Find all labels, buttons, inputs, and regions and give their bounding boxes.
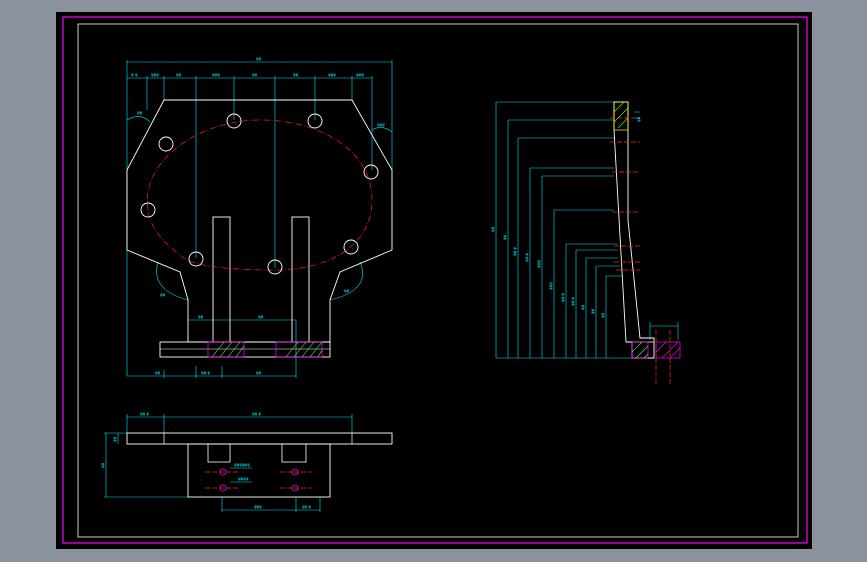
dim-label: φφ [293,72,299,77]
dim-label: φφ [112,436,117,442]
side-dimension-lines [495,101,679,359]
bolt-circle [146,119,373,271]
bolt-hole [343,239,359,255]
front-hatch-left [207,341,245,358]
dim-label: φφ.φ [570,296,575,306]
side-profile [613,101,655,359]
dim-label: φφ [502,234,507,240]
bolt-hole [363,164,379,180]
dim-label: φφ [137,110,143,115]
bolt-holes [140,113,379,275]
front-base [159,341,331,358]
bolt-hole [140,202,156,218]
bottom-center-lines [205,471,312,489]
dim-label: φφφ [254,504,262,509]
dim-label: φφ [252,72,258,77]
dim-label: φφ [176,72,182,77]
dim-label: φφ.φ [524,252,529,262]
side-center-lines [610,117,671,384]
dim-label: φφ.φ [252,411,262,416]
bolt-hole [188,251,204,267]
side-hatch-top [613,101,629,131]
dim-label: φ φ [131,72,138,77]
dim-label: φφ [160,292,166,297]
dim-label: φφφ [328,72,336,77]
bolt-hole [307,113,323,129]
bolt-hole [267,259,283,275]
bottom-slot-right [281,443,307,463]
bottom-view: φφ.φ φφ.φ φφ φφ φφφ φφ.φ φφφφφφ φφφφ [100,411,393,512]
front-overall-dim: φφ [256,56,262,61]
outer-frame [62,16,808,544]
dim-label: φφ [344,288,350,293]
dim-label: φφ [590,308,595,314]
dim-label: φφ [198,314,204,319]
front-dimension-lines [126,60,393,378]
bottom-slot-left [207,443,231,463]
dim-label: φφφ [377,122,385,127]
bottom-base [187,443,331,498]
dim-label: φφφ [212,72,220,77]
dim-label: φφφφ [238,476,249,481]
dim-label: φφφ [536,260,541,268]
bottom-dimension-lines [104,414,353,512]
front-hatch-right [275,341,323,358]
dim-label: φφ [258,314,264,319]
dim-label: φφ [580,304,585,310]
dim-label: φφφ [356,72,364,77]
dim-label: φφ.φ [201,370,211,375]
dim-label: φφ [600,312,605,318]
side-view: φφ φφ φφ.φ φφ.φ φφφ φφφ φφ.φ φφ.φ φφ φφ … [490,101,681,384]
dim-label: φφ [256,370,262,375]
model-space [56,12,812,549]
dim-label: φφ [490,226,495,232]
dim-label: φφ.φ [140,411,150,416]
dim-label: φφ [155,370,161,375]
front-view: φφ φ φ φφφ φφ φφφ φφ φφ φφφ φφφ φφ φφφ φ… [126,56,393,378]
bolt-hole [226,113,242,129]
dim-label: φφ.φ [302,504,312,509]
dim-label: φφ.φ [560,292,565,302]
dim-label: φφ [636,116,641,122]
dim-label: φφφφφφ [234,462,250,467]
dim-label: φφφ [548,282,553,290]
dim-label: φφφ [151,72,159,77]
dim-label: φφ [100,462,105,468]
side-hatch-bottom [631,341,681,359]
inner-frame [77,23,799,538]
bolt-hole [158,136,174,152]
dim-label: φφ.φ [512,246,517,256]
